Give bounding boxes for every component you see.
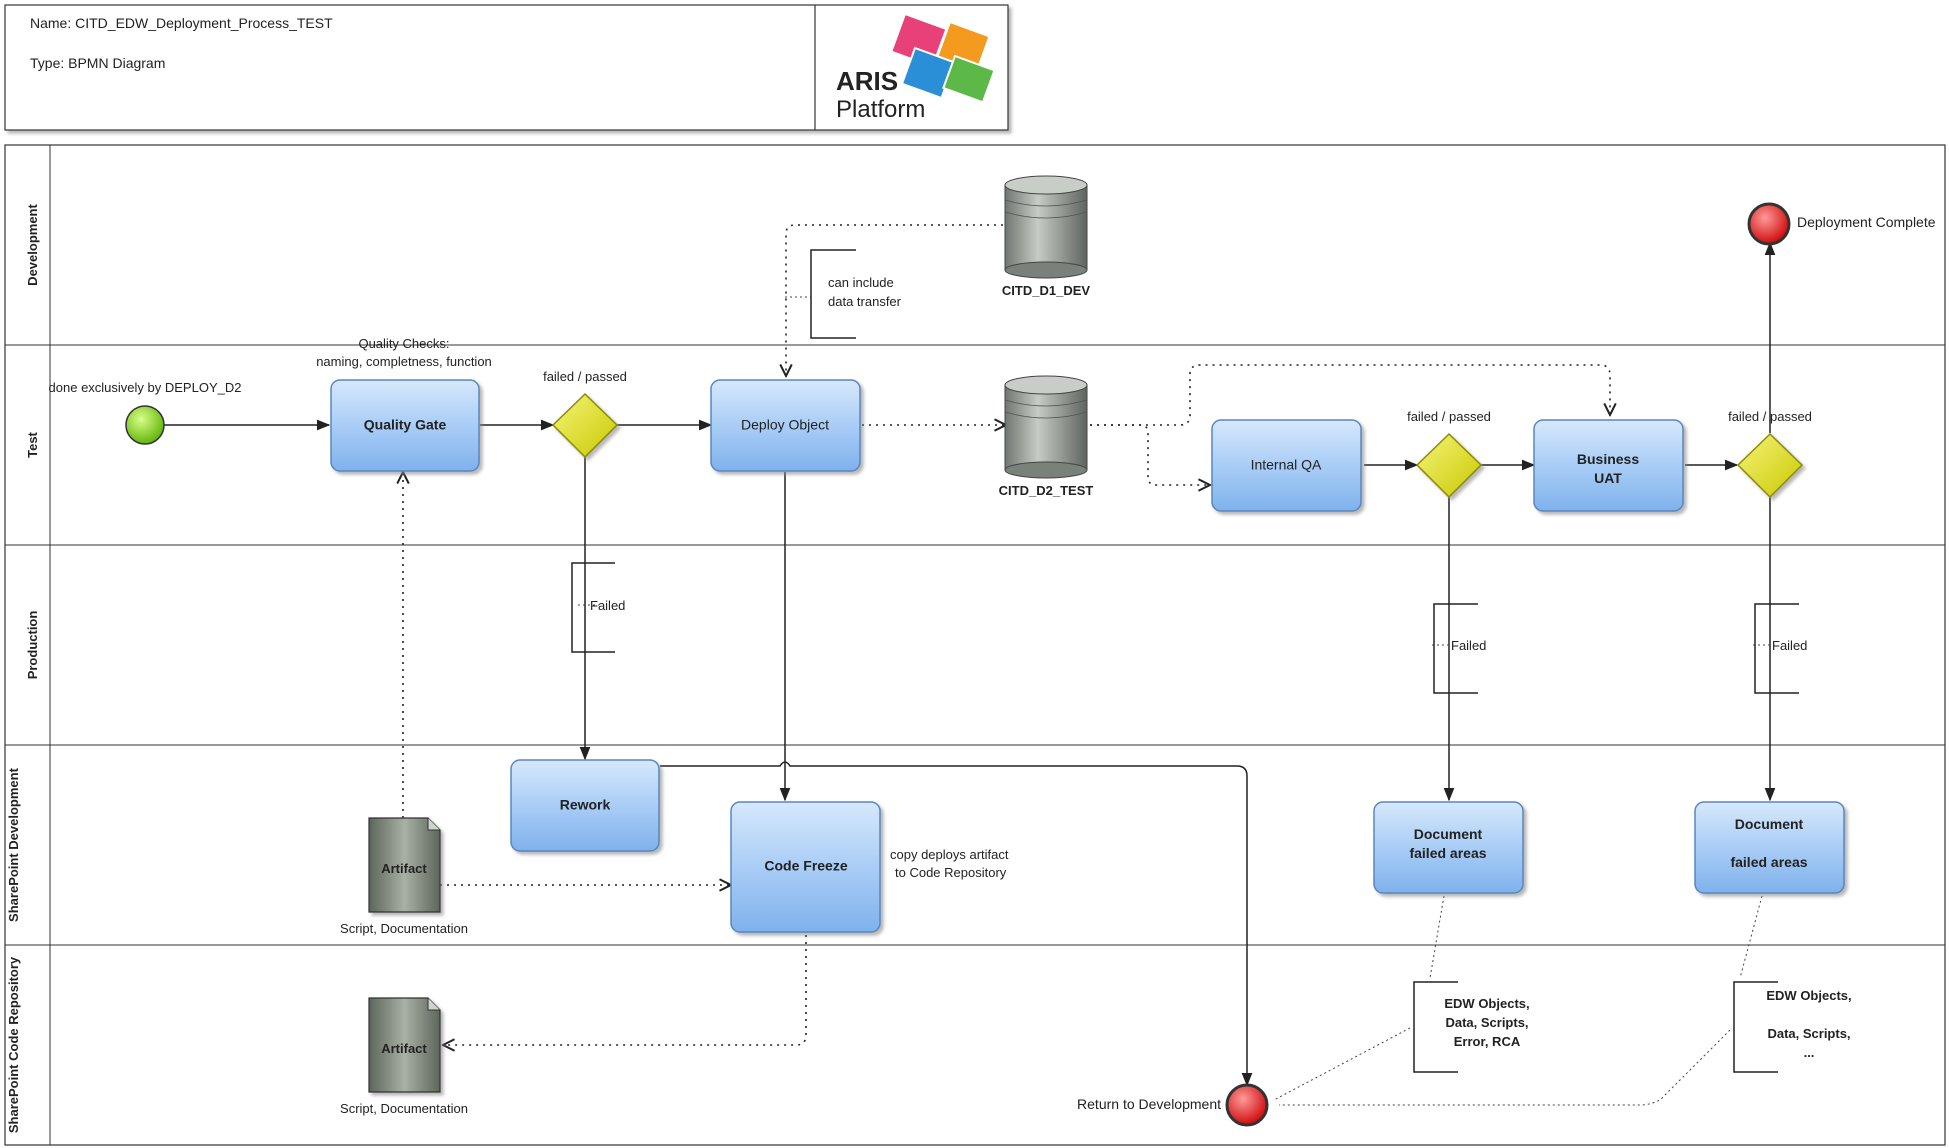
svg-text:EDW Objects,: EDW Objects, bbox=[1444, 996, 1529, 1011]
annotation-edw-2: EDW Objects, Data, Scripts, ... bbox=[1733, 981, 1852, 1073]
svg-text:Failed: Failed bbox=[1451, 638, 1486, 653]
task-quality-gate[interactable]: Quality Gate bbox=[330, 379, 480, 472]
artifact-2: Artifact Script, Documentation bbox=[340, 997, 468, 1116]
lane-sharepoint-development: SharePoint Development bbox=[6, 767, 21, 922]
information-flows bbox=[403, 224, 1610, 1045]
annotation-quality-checks: Quality Checks: naming, completness, fun… bbox=[316, 336, 492, 369]
diagram-type: Type: BPMN Diagram bbox=[30, 55, 165, 71]
annotation-failed-2: Failed bbox=[1433, 603, 1486, 694]
gateway-2-label: failed / passed bbox=[1407, 409, 1491, 424]
svg-text:...: ... bbox=[1804, 1045, 1815, 1060]
doc2Text-line-0: Document bbox=[1735, 816, 1804, 832]
flow-test-db-to-internal-qa bbox=[1090, 424, 1210, 485]
gateway-3-label: failed / passed bbox=[1728, 409, 1812, 424]
end-event-return-label: Return to Development bbox=[1077, 1096, 1221, 1112]
logo-platform-text: Platform bbox=[836, 96, 925, 123]
artifact-1: Artifact Script, Documentation bbox=[340, 817, 468, 936]
flow-test-db-to-uat bbox=[1090, 364, 1610, 426]
artifact-1-label: Artifact bbox=[381, 861, 427, 876]
database-test: CITD_D2_TEST bbox=[999, 375, 1094, 498]
uatText-line-1: UAT bbox=[1594, 470, 1622, 486]
svg-text:Code Freeze: Code Freeze bbox=[764, 858, 847, 874]
artifact-2-caption: Script, Documentation bbox=[340, 1101, 468, 1116]
lane-test: Test bbox=[25, 431, 40, 457]
task-rework[interactable]: Rework bbox=[510, 759, 660, 852]
end-event-return-to-development: Return to Development bbox=[1077, 1083, 1269, 1127]
annotation-can-include: can include data transfer bbox=[810, 249, 902, 339]
gateway-1-label: failed / passed bbox=[543, 369, 627, 384]
svg-text:Rework: Rework bbox=[560, 797, 611, 813]
end-event-deployment-complete: Deployment Complete bbox=[1747, 202, 1936, 246]
svg-text:Data, Scripts,: Data, Scripts, bbox=[1767, 1026, 1850, 1041]
flow-rework-to-return bbox=[660, 761, 1253, 1087]
svg-text:Failed: Failed bbox=[590, 598, 625, 613]
svg-text:SharePoint Development: SharePoint Development bbox=[6, 767, 21, 922]
database-dev-label: CITD_D1_DEV bbox=[1002, 283, 1090, 298]
lane-production: Production bbox=[25, 611, 40, 680]
aris-logo: ARIS Platform bbox=[836, 12, 996, 123]
association-lines bbox=[578, 296, 1770, 1106]
header-panel: Name: CITD_EDW_Deployment_Process_TEST T… bbox=[4, 4, 1009, 131]
task-deploy-object[interactable]: Deploy Object bbox=[710, 379, 861, 472]
svg-text:can include: can include bbox=[828, 275, 894, 290]
svg-text:Error, RCA: Error, RCA bbox=[1454, 1034, 1521, 1049]
task-document-failed-areas-2[interactable]: Document failed areas bbox=[1694, 801, 1845, 894]
svg-text:EDW Objects,: EDW Objects, bbox=[1766, 988, 1851, 1003]
gateway-1: failed / passed bbox=[543, 369, 627, 459]
svg-text:SharePoint Code Repository: SharePoint Code Repository bbox=[6, 956, 21, 1133]
svg-text:Quality Gate: Quality Gate bbox=[364, 417, 447, 433]
svg-text:naming, completness, function: naming, completness, function bbox=[316, 354, 492, 369]
svg-text:Failed: Failed bbox=[1772, 638, 1807, 653]
annotation-failed-3: Failed bbox=[1754, 603, 1807, 694]
end-event-complete-label: Deployment Complete bbox=[1797, 214, 1936, 230]
task-document-failed-areas-1[interactable]: Document failed areas bbox=[1373, 801, 1524, 894]
artifact-1-caption: Script, Documentation bbox=[340, 921, 468, 936]
svg-text:data transfer: data transfer bbox=[828, 294, 902, 309]
lane-sharepoint-code-repository: SharePoint Code Repository bbox=[6, 956, 21, 1133]
task-document-1-label: Document failed areas bbox=[1409, 826, 1486, 861]
database-test-label: CITD_D2_TEST bbox=[999, 483, 1094, 498]
database-dev: CITD_D1_DEV bbox=[1002, 175, 1090, 298]
diagram-name: Name: CITD_EDW_Deployment_Process_TEST bbox=[30, 15, 333, 31]
svg-text:Data, Scripts,: Data, Scripts, bbox=[1445, 1015, 1528, 1030]
gateway-2: failed / passed bbox=[1407, 409, 1491, 499]
doc1Text-line-0: Document bbox=[1414, 826, 1483, 842]
task-internal-qa[interactable]: Internal QA bbox=[1211, 419, 1362, 512]
start-event: done exclusively by DEPLOY_D2 bbox=[49, 380, 242, 445]
svg-text:copy deploys artifact: copy deploys artifact bbox=[890, 847, 1009, 862]
start-event-label: done exclusively by DEPLOY_D2 bbox=[49, 380, 242, 395]
pool bbox=[4, 144, 1946, 1146]
svg-text:Deploy Object: Deploy Object bbox=[741, 417, 829, 433]
annotation-edw-1: EDW Objects, Data, Scripts, Error, RCA bbox=[1413, 981, 1530, 1073]
task-code-freeze[interactable]: Code Freeze bbox=[730, 801, 881, 933]
lane-development: Development bbox=[25, 204, 40, 286]
annotation-failed-1: Failed bbox=[571, 562, 625, 653]
logo-aris-text: ARIS bbox=[836, 66, 898, 96]
task-document-2-label: Document failed areas bbox=[1730, 816, 1807, 870]
uatText-line-0: Business bbox=[1577, 451, 1639, 467]
gateway-3: failed / passed bbox=[1728, 409, 1812, 499]
artifact-2-label: Artifact bbox=[381, 1041, 427, 1056]
doc2Text-line-1: failed areas bbox=[1730, 854, 1807, 870]
annotation-copy-deploys: copy deploys artifact to Code Repository bbox=[890, 847, 1009, 880]
svg-text:Quality Checks:: Quality Checks: bbox=[358, 336, 449, 351]
svg-text:to Code Repository: to Code Repository bbox=[895, 865, 1007, 880]
sequence-flows bbox=[164, 241, 1776, 1087]
svg-text:Internal QA: Internal QA bbox=[1251, 457, 1322, 473]
doc1Text-line-1: failed areas bbox=[1409, 845, 1486, 861]
